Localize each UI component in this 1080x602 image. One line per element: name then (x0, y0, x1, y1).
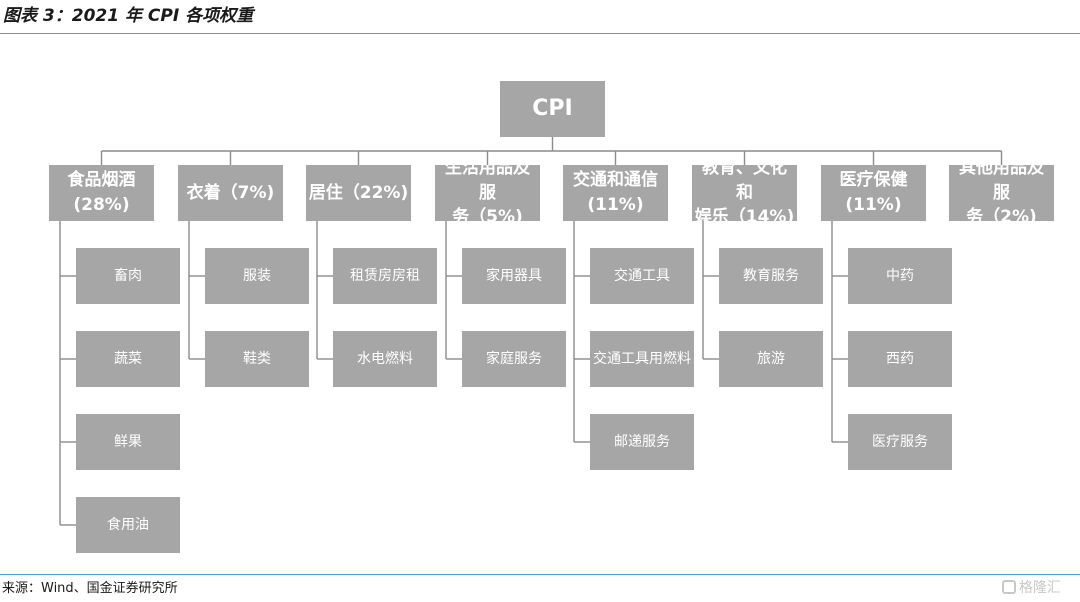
subitem-node: 教育服务 (719, 248, 823, 304)
bottom-rule (0, 574, 1080, 575)
subitem-node: 邮递服务 (590, 414, 694, 470)
subitem-node: 交通工具用燃料 (590, 331, 694, 387)
watermark-logo-icon (1002, 580, 1016, 594)
watermark-text: 格隆汇 (1019, 580, 1061, 596)
top-rule (0, 33, 1080, 34)
subitem-node: 畜肉 (76, 248, 180, 304)
subitem-node: 蔬菜 (76, 331, 180, 387)
category-node: 交通和通信(11%) (563, 165, 668, 221)
category-node: 医疗保健(11%) (821, 165, 926, 221)
subitem-node: 交通工具 (590, 248, 694, 304)
subitem-node: 家庭服务 (462, 331, 566, 387)
subitem-node: 水电燃料 (333, 331, 437, 387)
subitem-node: 西药 (848, 331, 952, 387)
subitem-node: 租赁房房租 (333, 248, 437, 304)
watermark: 格隆汇 (1002, 577, 1061, 599)
subitem-node: 鞋类 (205, 331, 309, 387)
subitem-node: 旅游 (719, 331, 823, 387)
subitem-node: 医疗服务 (848, 414, 952, 470)
category-node: 居住（22%) (306, 165, 411, 221)
source-note: 来源：Wind、国金证券研究所 (2, 581, 178, 596)
subitem-node: 中药 (848, 248, 952, 304)
subitem-node: 服装 (205, 248, 309, 304)
category-node: 教育、文化和娱乐（14%) (692, 165, 797, 221)
category-node: 衣着（7%) (178, 165, 283, 221)
figure-title: 图表 3：2021 年 CPI 各项权重 (3, 6, 254, 26)
subitem-node: 鲜果 (76, 414, 180, 470)
category-node: 生活用品及服务（5%) (435, 165, 540, 221)
root-node-cpi: CPI (500, 81, 605, 137)
subitem-node: 家用器具 (462, 248, 566, 304)
category-node: 食品烟酒(28%) (49, 165, 154, 221)
category-node: 其他用品及服务（2%) (949, 165, 1054, 221)
subitem-node: 食用油 (76, 497, 180, 553)
